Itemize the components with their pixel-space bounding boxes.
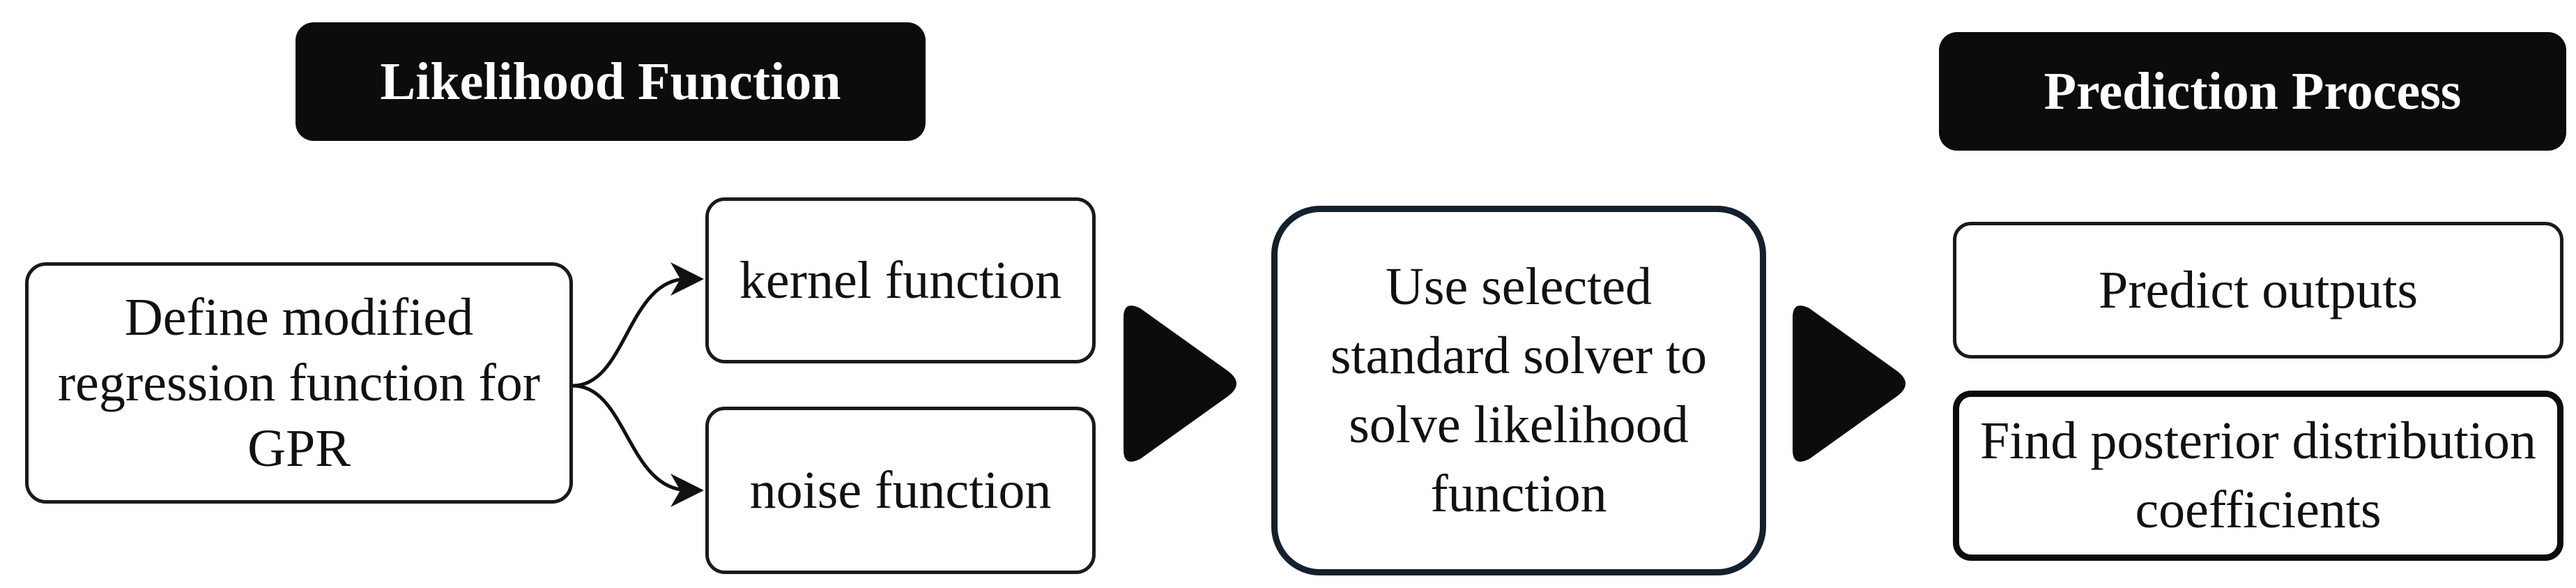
- solve-likelihood-text: Use selected standard solver to solve li…: [1330, 257, 1708, 523]
- kernel-function-text: kernel function: [739, 250, 1062, 310]
- branch-connector-kernel: [572, 277, 691, 388]
- solve-likelihood-box: Use selected standard solver to solve li…: [1271, 206, 1766, 575]
- likelihood-function-header: Likelihood Function: [296, 22, 926, 141]
- likelihood-function-title: Likelihood Function: [380, 52, 841, 111]
- flow-arrow-2-icon: [1793, 306, 1906, 462]
- kernel-arrowhead-icon: [670, 262, 704, 296]
- define-regression-function-text: Define modified regression function for …: [57, 287, 541, 478]
- predict-outputs-box: Predict outputs: [1953, 222, 2563, 359]
- posterior-coefficients-box: Find posterior distribution coefficients: [1953, 391, 2563, 561]
- flow-arrow-1-icon: [1124, 306, 1236, 462]
- noise-function-box: noise function: [705, 407, 1096, 574]
- prediction-process-title: Prediction Process: [2044, 61, 2462, 121]
- prediction-process-header: Prediction Process: [1939, 32, 2566, 151]
- branch-connector-noise: [572, 384, 691, 492]
- predict-outputs-text: Predict outputs: [2098, 260, 2418, 319]
- define-regression-function-box: Define modified regression function for …: [25, 262, 573, 504]
- noise-arrowhead-icon: [670, 474, 704, 507]
- noise-function-text: noise function: [749, 460, 1052, 520]
- posterior-coefficients-text: Find posterior distribution coefficients: [1980, 412, 2536, 539]
- kernel-function-box: kernel function: [705, 197, 1096, 363]
